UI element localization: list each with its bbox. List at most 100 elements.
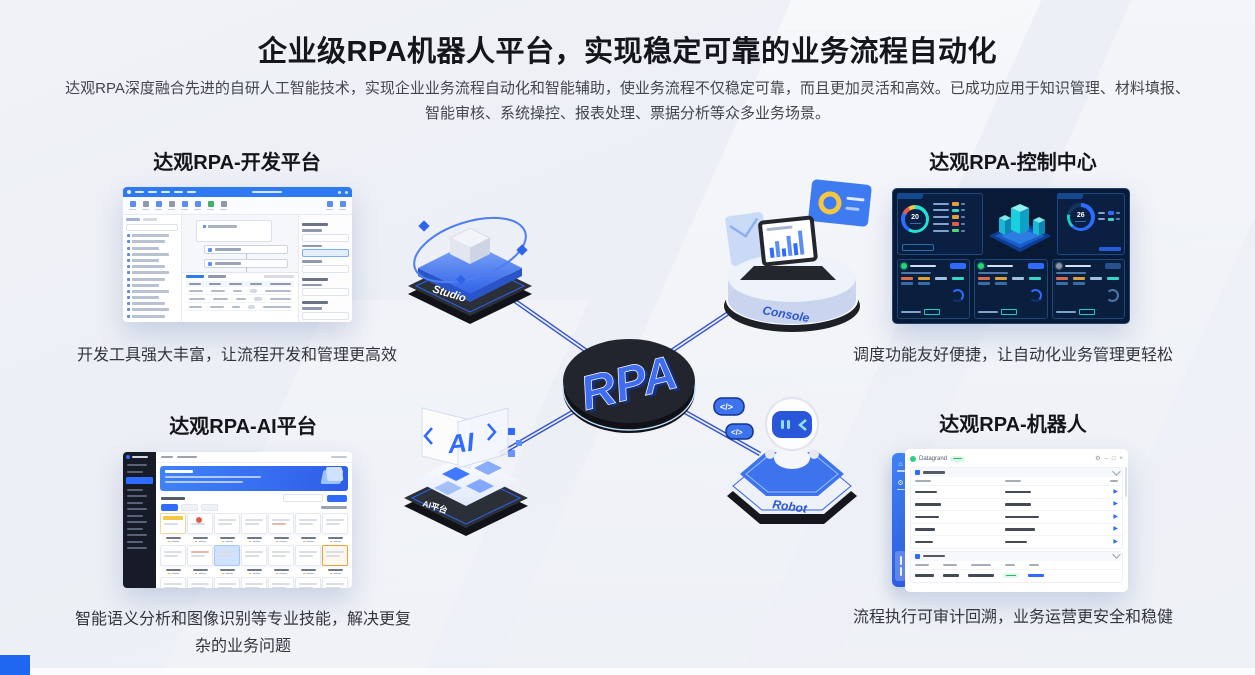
flow-step (204, 245, 288, 259)
pie-icon (818, 191, 842, 215)
page-subtitle: 达观RPA深度融合先进的自研人工智能技术，实现企业业务流程自动化和智能辅助，使业… (10, 76, 1245, 126)
document-card (160, 577, 186, 588)
settings-icon: ⚙ (1095, 455, 1101, 462)
ai-search-input (283, 494, 323, 502)
local-flow-section (910, 550, 1123, 583)
online-status-dot (901, 263, 907, 269)
console-node: Console (724, 179, 872, 332)
isometric-server (988, 204, 1051, 252)
code-badge: </> (713, 397, 745, 416)
ai-toolbar (156, 493, 352, 503)
task-legend (933, 197, 979, 251)
selected-target-chip (302, 249, 349, 257)
flow-row: ▶ (911, 522, 1122, 536)
subtitle-line-1: 达观RPA深度融合先进的自研人工智能技术，实现企业业务流程自动化和智能辅助，使业… (65, 80, 1190, 97)
chevron-up-icon (1112, 466, 1121, 476)
laptop-screen (758, 215, 818, 267)
ai-logo (126, 455, 153, 459)
ai-glass-panels: AI (421, 407, 509, 469)
panel-title-tab (1056, 193, 1083, 199)
connected-status-dot (910, 455, 916, 462)
ai-filter-tabs (156, 503, 352, 512)
home-icon: ⌂ (896, 461, 905, 472)
robot-gauge: 26 (1066, 203, 1095, 231)
document-card (322, 513, 348, 542)
status-pill (950, 455, 966, 462)
scrollbar (1124, 467, 1127, 497)
mail-panel (725, 212, 769, 266)
studio-section-title: 达观RPA-开发平台 (153, 152, 321, 174)
cloud-flow-section: ▶ ▶ ▶ ▶ ▶ (910, 466, 1123, 549)
server-illustration (987, 193, 1053, 255)
studio-toolbar (123, 197, 352, 215)
robot-status-card (974, 259, 1048, 319)
flow-step (204, 259, 288, 273)
robot-titlebar: Datagrand ⚙ – □ × (910, 452, 1123, 465)
ai-screenshot (123, 452, 352, 588)
tab-active (161, 504, 178, 511)
card-action-button (950, 263, 967, 269)
svg-text:</>: </> (731, 428, 743, 437)
toolbar-icon (339, 201, 346, 210)
run-icon (207, 201, 214, 210)
toolbar-icon (155, 201, 162, 210)
panel-search-input (902, 244, 934, 251)
studio-node: Studio (408, 216, 532, 324)
bottom-left-accent (0, 655, 30, 675)
document-card (214, 577, 240, 588)
studio-flow-canvas (182, 215, 298, 322)
svg-text:</>: </> (720, 402, 733, 412)
play-icon: ▶ (1113, 488, 1118, 495)
rpa-architecture-diagram: Studio C (404, 179, 872, 536)
robot-node-label: Robot (772, 497, 809, 516)
robot-sidebar-tag (895, 551, 906, 581)
offline-status-dot (1055, 263, 1062, 269)
studio-app-icon (127, 190, 131, 194)
studio-variables-panel (182, 272, 298, 322)
play-icon: ▶ (1113, 501, 1118, 508)
rpa-hub: RPA RPA (562, 339, 696, 433)
flow-start-block (196, 220, 272, 242)
play-icon: ▶ (1113, 513, 1118, 520)
robot-caption: 流程执行可审计回溯，业务运营更安全和稳健 (852, 609, 1173, 626)
document-card (268, 545, 294, 574)
document-card (268, 577, 294, 588)
tree-search-input (126, 224, 178, 231)
task-gauge: 20 (901, 205, 929, 233)
orbit-ring (413, 216, 527, 284)
close-icon: × (1119, 455, 1123, 462)
document-card (187, 545, 213, 574)
studio-caption: 开发工具强大丰富，让流程开发和管理更高效 (76, 347, 397, 364)
ai-sidebar-active-item (126, 477, 153, 484)
ai-node: AI AI平台 (404, 407, 528, 536)
task-gauge-value: 20 (911, 214, 919, 221)
gear-icon: ⚙ (896, 480, 905, 490)
ai-primary-button (327, 494, 347, 502)
robot-gauge-value: 26 (1076, 212, 1085, 219)
status-chip (924, 308, 940, 315)
studio-screenshot (123, 187, 352, 322)
robot-status-card (897, 259, 971, 319)
progress-arc (951, 289, 965, 302)
robot-face (772, 411, 812, 438)
flow-row: ▶ (911, 510, 1122, 523)
document-card (295, 577, 321, 588)
studio-properties-panel (298, 215, 352, 322)
success-badge (1003, 572, 1019, 579)
document-card (322, 545, 348, 574)
bottom-divider (0, 668, 1255, 675)
toolbar-icon (194, 201, 201, 210)
ai-breadcrumb-bar (156, 452, 352, 463)
toolbar-icon (142, 201, 149, 210)
robot-node: Robot </> </> (713, 397, 857, 524)
card-action-button (1027, 263, 1044, 269)
console-screenshot: 20 (892, 188, 1130, 324)
toolbar-icon (181, 201, 188, 210)
ai-banner (160, 466, 348, 491)
document-card (241, 577, 267, 588)
maximize-icon: □ (1111, 455, 1116, 462)
document-card (160, 513, 186, 542)
progress-arc (1028, 289, 1042, 302)
document-card (241, 545, 267, 574)
